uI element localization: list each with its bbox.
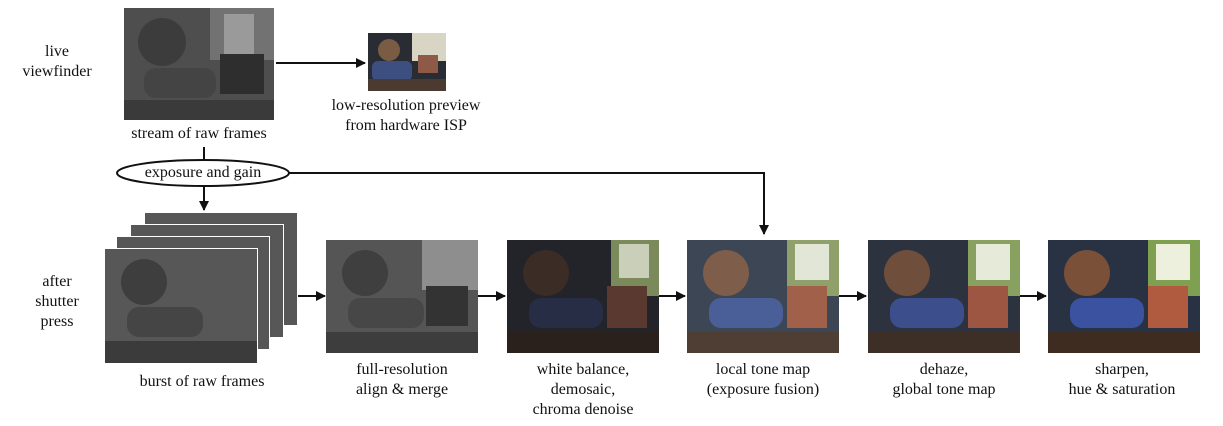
sharpen-caption: sharpen, hue & saturation (1068, 361, 1176, 398)
dehaze-image (868, 240, 1020, 353)
raw-stream-caption: stream of raw frames (131, 125, 267, 142)
row-label-line: shutter (35, 293, 79, 310)
row-label-line: live (45, 43, 69, 60)
arrow-exposure-to-ltm (288, 172, 769, 235)
preview-caption: low-resolution preview from hardware ISP (331, 97, 481, 134)
raw-stream-image (124, 8, 274, 120)
row-label-after-shutter-press: after shutter press (12, 272, 102, 332)
exposure-label: exposure and gain (144, 164, 262, 181)
burst-caption: burst of raw frames (139, 373, 265, 390)
row-label-line: after (42, 273, 72, 290)
preview-image (368, 33, 446, 91)
dehaze-caption: dehaze, global tone map (892, 361, 996, 398)
merge-caption: full-resolution align & merge (355, 361, 449, 398)
exposure-ellipse (116, 159, 290, 187)
row-label-line: press (40, 313, 74, 330)
ltm-caption: local tone map (exposure fusion) (706, 361, 820, 398)
burst-stack (104, 212, 298, 364)
sharpen-image (1048, 240, 1200, 353)
row-label-line: viewfinder (22, 63, 92, 80)
merge-image (326, 240, 478, 353)
wb-image (507, 240, 659, 353)
wb-caption: white balance, demosaic, chroma denoise (532, 361, 634, 418)
burst-frame-front (104, 248, 258, 364)
ltm-image (687, 240, 839, 353)
row-label-live-viewfinder: live viewfinder (12, 42, 102, 82)
